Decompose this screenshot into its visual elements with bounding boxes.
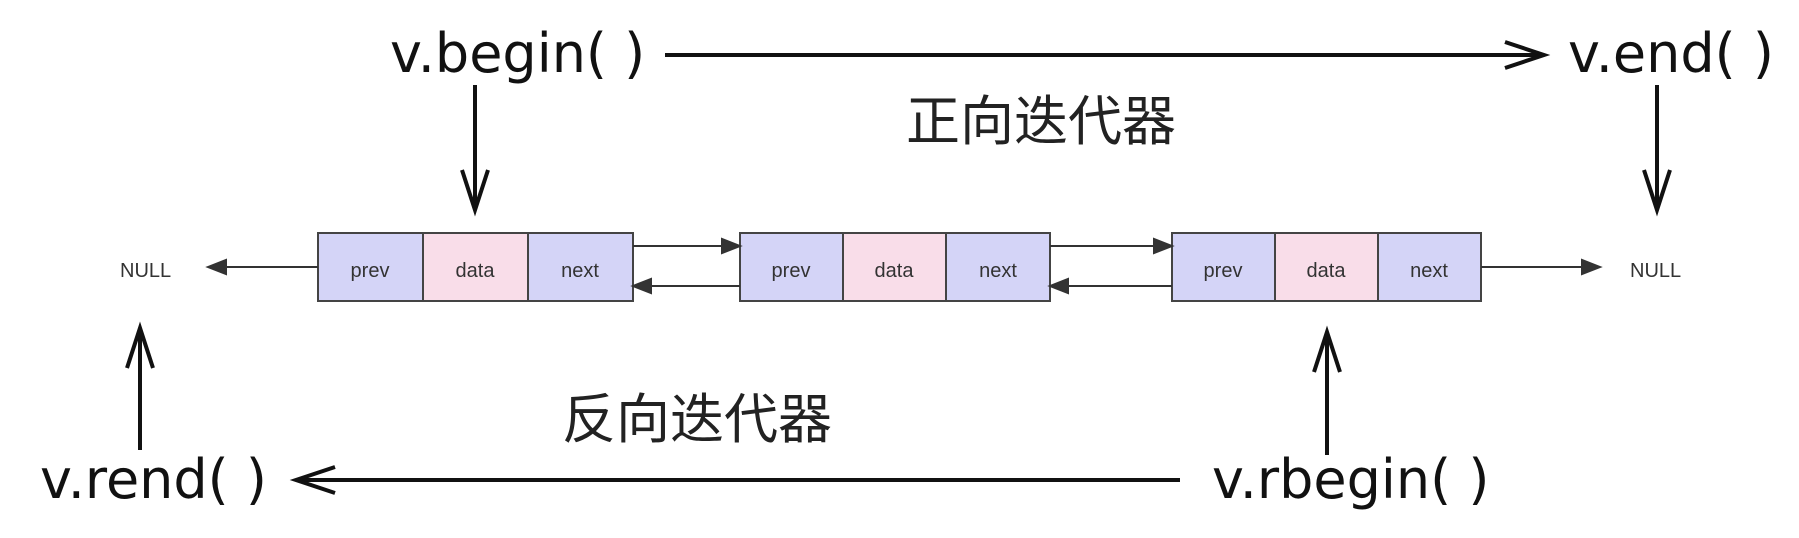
next-cell	[1377, 232, 1482, 302]
prev-label: prev	[1204, 260, 1243, 282]
list-node-2: prev data next	[739, 232, 1051, 302]
begin-label: v.begin( )	[390, 22, 645, 85]
data-label: data	[456, 260, 496, 282]
next-label: next	[979, 260, 1017, 282]
forward-direction-arrow	[665, 40, 1551, 70]
data-cell	[1274, 232, 1379, 302]
node1-next-arrow	[633, 237, 743, 255]
end-pointer-arrow	[1642, 85, 1672, 217]
forward-iterator-label: 正向迭代器	[906, 90, 1176, 153]
rend-pointer-arrow	[125, 321, 155, 450]
list-node-1: prev data next	[317, 232, 634, 302]
reverse-iterator-label: 反向迭代器	[562, 388, 832, 451]
next-label: next	[561, 260, 599, 282]
rbegin-pointer-arrow	[1312, 325, 1342, 455]
next-label: next	[1410, 260, 1448, 282]
rend-label: v.rend( )	[40, 448, 267, 511]
list-node-3: prev data next	[1171, 232, 1482, 302]
null-left-arrow	[205, 258, 318, 276]
next-cell	[527, 232, 634, 302]
node2-next-arrow	[1050, 237, 1175, 255]
null-right-label: NULL	[1630, 260, 1681, 282]
prev-cell	[1171, 232, 1276, 302]
reverse-direction-arrow	[289, 465, 1180, 495]
prev-cell	[739, 232, 844, 302]
next-cell	[945, 232, 1051, 302]
data-label: data	[1307, 260, 1347, 282]
data-cell	[842, 232, 947, 302]
rbegin-label: v.rbegin( )	[1212, 448, 1489, 511]
data-label: data	[875, 260, 915, 282]
node2-prev-arrow	[630, 277, 740, 295]
end-label: v.end( )	[1568, 22, 1774, 85]
null-left-label: NULL	[120, 260, 171, 282]
prev-label: prev	[351, 260, 390, 282]
begin-pointer-arrow	[460, 85, 490, 217]
null-right-arrow	[1481, 258, 1603, 276]
node3-prev-arrow	[1047, 277, 1172, 295]
prev-cell	[317, 232, 424, 302]
prev-label: prev	[772, 260, 811, 282]
